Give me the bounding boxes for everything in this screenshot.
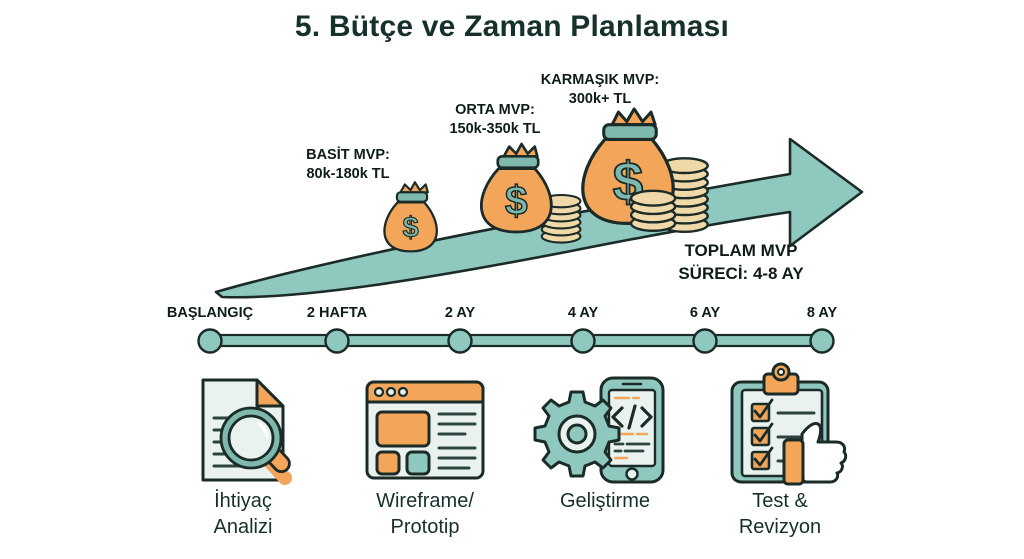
gear-icon xyxy=(533,390,621,478)
coin-stack-medium xyxy=(540,193,582,244)
stage-label-test: Test & Revizyon xyxy=(738,490,822,538)
timeline-label-2m: 2 AY xyxy=(444,305,476,321)
timeline-dot-2 xyxy=(447,328,473,354)
timeline-dot-3 xyxy=(570,328,596,354)
cost-label-medium: ORTA MVP: 150k-350k TL xyxy=(449,102,541,138)
timeline-dot-0 xyxy=(197,328,223,354)
coin-stack-large-short xyxy=(629,189,677,232)
document-magnifier-icon xyxy=(201,378,292,485)
money-bag-medium: $ xyxy=(479,142,582,244)
timeline-dot-4 xyxy=(692,328,718,354)
money-bag-small: $ xyxy=(383,181,438,253)
timeline-dot-1 xyxy=(324,328,350,354)
timeline-label-8m: 8 AY xyxy=(806,305,838,321)
timeline-label-6m: 6 AY xyxy=(689,305,721,321)
mobile-phone-icon xyxy=(599,376,665,484)
stage-label-wireframe: Wireframe/ Prototip xyxy=(376,490,474,538)
gear-mobile-code-icon xyxy=(533,376,665,484)
money-bag-large: $ xyxy=(581,107,709,234)
cost-label-complex: KARMAŞIK MVP: 300k+ TL xyxy=(540,72,660,108)
timeline-label-4m: 4 AY xyxy=(567,305,599,321)
code-brackets-icon xyxy=(611,404,653,430)
clipboard-thumbsup-icon xyxy=(730,362,848,486)
cost-label-basic: BASİT MVP: 80k-180k TL xyxy=(306,147,390,183)
svg-text:$: $ xyxy=(403,212,419,244)
timeline-label-start: BAŞLANGIÇ xyxy=(166,305,254,321)
svg-text:$: $ xyxy=(505,177,528,223)
timeline-dot-5 xyxy=(809,328,835,354)
browser-wireframe-icon xyxy=(365,380,485,480)
thumbs-up-icon xyxy=(782,422,848,486)
total-duration-label: TOPLAM MVP SÜRECİ: 4-8 AY xyxy=(678,241,804,283)
page-title: 5. Bütçe ve Zaman Planlaması xyxy=(294,10,730,43)
timeline-label-2w: 2 HAFTA xyxy=(306,305,368,321)
stage-label-analysis: İhtiyaç Analizi xyxy=(213,490,273,538)
stage-label-dev: Geliştirme xyxy=(559,490,650,512)
